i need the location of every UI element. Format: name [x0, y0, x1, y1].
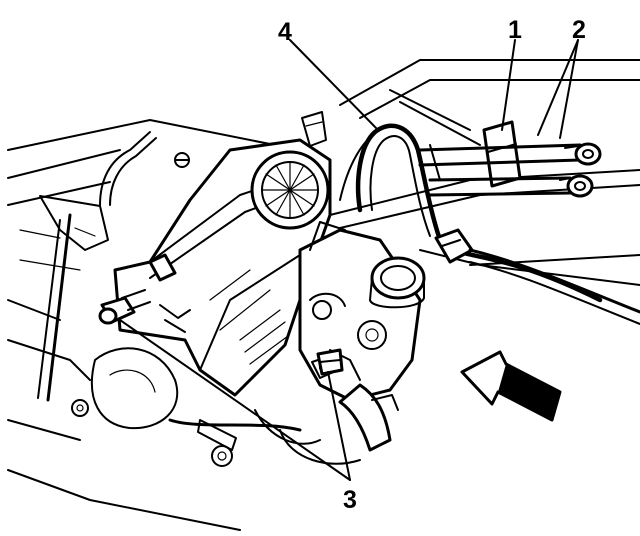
leader-lines	[119, 39, 579, 481]
callout-2: 2	[572, 16, 586, 44]
fan-blades	[261, 161, 319, 219]
engine-cover	[113, 111, 332, 397]
callout-3: 3	[343, 486, 357, 514]
callout-4: 4	[278, 18, 292, 46]
engine-block	[7, 119, 361, 531]
thermostat-housing	[298, 221, 426, 452]
direction-arrow-icon	[460, 350, 562, 422]
bolt-left	[98, 289, 151, 325]
callout-1: 1	[508, 16, 522, 44]
coolant-pipe-assembly	[339, 120, 640, 325]
bolt-right	[316, 348, 344, 376]
